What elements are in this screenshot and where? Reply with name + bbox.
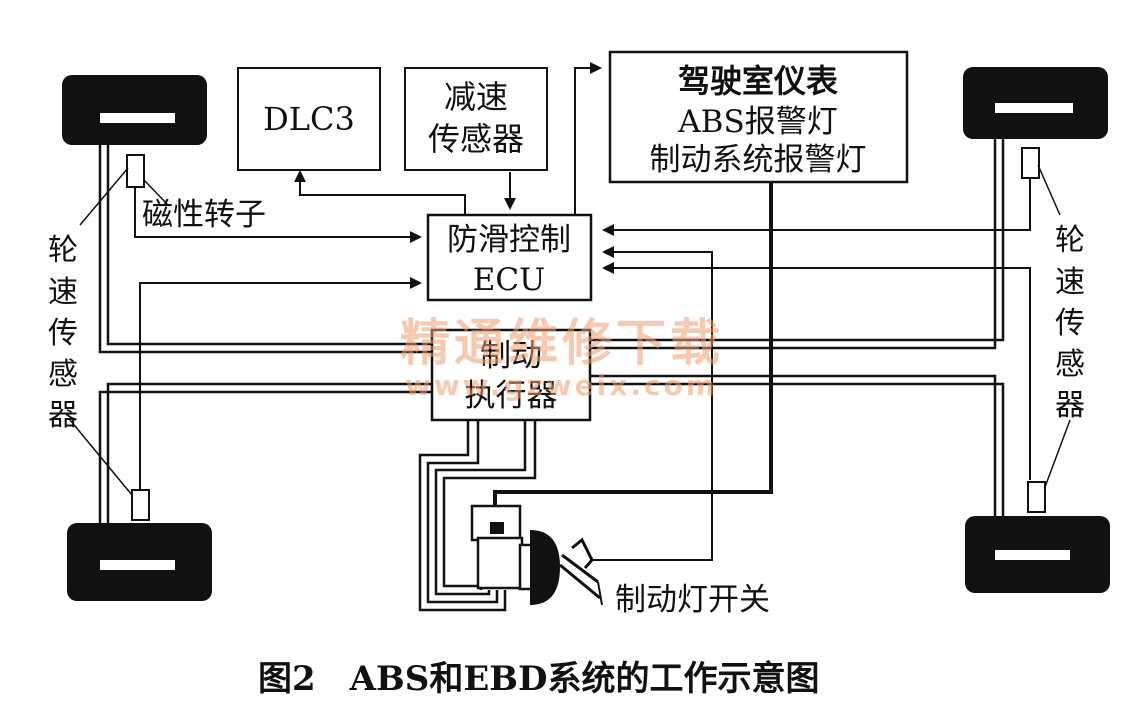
instrument-line-1: 驾驶室仪表: [678, 62, 838, 100]
wheel-front-right: [963, 67, 1108, 139]
wheel-sensor-left-char: 感: [48, 357, 78, 392]
wheel-sensor-left-char: 传: [48, 316, 78, 351]
wheel-rear-right: [965, 516, 1110, 593]
wheel-sensor-right-char: 器: [1055, 388, 1085, 423]
instrument-to-master-cylinder-line: [493, 182, 773, 505]
actuator-line-1: 制动: [480, 338, 542, 374]
wheel-sensor-right-label: 轮 速 传 感 器: [1055, 223, 1085, 423]
wheel-rear-left: [67, 523, 212, 601]
wheel-front-left: [62, 75, 207, 145]
figure-caption: 图2 ABS和EBD系统的工作示意图: [258, 659, 819, 699]
brake-pedal: [559, 537, 603, 606]
wheel-sensor-right-char: 传: [1055, 306, 1085, 341]
instrument-line-3: 制动系统报警灯: [650, 142, 867, 178]
signal-lines: [134, 62, 1031, 561]
magnetic-rotor-label: 磁性转子: [142, 197, 266, 233]
decel-sensor-line-2: 传感器: [428, 120, 524, 158]
decel-sensor-line-1: 减速: [444, 78, 508, 116]
brake-lines: [98, 135, 1005, 612]
wheel-sensor-right-char: 感: [1055, 347, 1085, 382]
ecu-line-2: ECU: [473, 262, 545, 298]
dlc3-box: DLC3: [237, 67, 381, 171]
brake-light-switch-label: 制动灯开关: [615, 582, 770, 618]
ecu-line-1: 防滑控制: [447, 222, 571, 258]
instrument-line-2: ABS报警灯: [677, 104, 837, 140]
watermark-title: 精通维修下载: [400, 314, 724, 372]
wheel-sensor-left-char: 器: [48, 398, 78, 433]
actuator-line-2: 执行器: [465, 378, 558, 414]
wheel-sensor-left-label: 轮 速 传 感 器: [48, 233, 78, 433]
wheel-speed-sensors: [126, 147, 1046, 521]
watermark-url: www.gzweix.com: [405, 369, 718, 402]
wheel-sensor-left-char: 轮: [48, 233, 78, 268]
wheel-sensor-left-char: 速: [48, 275, 78, 310]
actuator-box: 制动 执行器: [430, 328, 592, 422]
ecu-box: 防滑控制 ECU: [426, 213, 593, 302]
master-cylinder: [470, 504, 560, 605]
wheel-sensor-right-char: 轮: [1055, 223, 1085, 258]
dlc3-label: DLC3: [263, 100, 355, 138]
leader-lines: [69, 164, 1071, 496]
wheel-sensor-right-char: 速: [1055, 265, 1085, 300]
instrument-box: 驾驶室仪表 ABS报警灯 制动系统报警灯: [608, 50, 909, 184]
decel-sensor-box: 减速 传感器: [404, 67, 548, 171]
